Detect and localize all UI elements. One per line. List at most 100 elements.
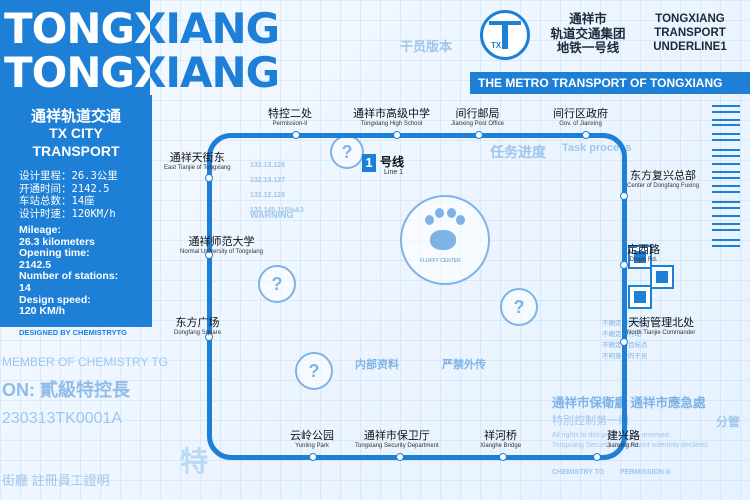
station-name: 特控二处: [268, 108, 312, 120]
info-line: 26.3 kilometers: [19, 235, 95, 248]
info-line: Opening time:: [19, 247, 90, 260]
rank-text: ON: 貳級特控長: [2, 380, 130, 400]
station-dot[interactable]: [309, 453, 317, 461]
station-name-en: Center of Dongfang Fuxing: [627, 183, 700, 189]
station-dot[interactable]: [396, 453, 404, 461]
paw-toe: [456, 215, 465, 225]
title-block: TONGXIANG TONGXIANG: [0, 0, 300, 95]
station-label: 通祥天街东 East Tianjie of Tongxiang: [164, 152, 231, 172]
station-name: 建兴路: [607, 430, 641, 442]
station-name-en: East Tianjie of Tongxiang: [164, 165, 231, 171]
special-division-text: 特別控制第一組: [552, 415, 629, 427]
station-name-en: North Tianjie Commander: [627, 330, 696, 336]
org-en-line: UNDERLINE1: [653, 41, 727, 53]
station-name-en: Jianxing Post Office: [451, 121, 504, 127]
cadre-version-text: 干员版本: [400, 39, 453, 54]
station-dot[interactable]: [475, 131, 483, 139]
station-label: 东方复兴总部 Center of Dongfang Fuxing: [627, 170, 699, 190]
station-name: 天街管理北处: [628, 317, 695, 329]
info-line: 设计里程：26.3公里: [19, 170, 118, 182]
station-dot[interactable]: [205, 174, 213, 182]
permission-text: PERMISSION-II: [620, 469, 671, 476]
ip-item: 132.12.128: [250, 192, 286, 199]
line-number-badge: 1: [362, 154, 376, 172]
org-cn-line: 轨道交通集团: [550, 26, 626, 41]
info-line: 120 KM/h: [19, 305, 66, 318]
station-label: 云岭公园 Yunling Park: [290, 430, 334, 450]
station-name-en: Yunling Park: [295, 443, 329, 449]
station-dot[interactable]: [620, 192, 628, 200]
station-name-en: Tongxiang High School: [360, 121, 423, 127]
station-name-en: Jianxing Rd.: [607, 443, 641, 449]
paw-toe: [435, 208, 444, 218]
paw-icon: [430, 230, 456, 250]
station-name-en: Dingxi Rd.: [629, 257, 658, 263]
panel-title: 通祥轨道交通: [30, 108, 121, 125]
station-label: 通祥师范大学 Normal University of Tongxiang: [180, 236, 263, 256]
org-cn-line: 地铁一号线: [556, 41, 620, 55]
qr-code-icon: [628, 285, 652, 309]
special-char: 特: [180, 446, 209, 477]
panel-credit: DESIGNED BY CHEMISTRYTG: [19, 328, 127, 337]
task-progress-text: 任务进度: [490, 144, 546, 160]
station-name: 东方复兴总部: [630, 170, 697, 182]
ip-item: 132.145.115%&3: [250, 207, 304, 214]
info-line: 开通时间：2142.5: [19, 182, 110, 195]
station-name: 通祥师范大学: [188, 236, 255, 248]
question-icon: ?: [500, 288, 538, 326]
station-dot[interactable]: [620, 261, 628, 269]
qr-code-icon: [650, 265, 674, 289]
info-line: 14: [19, 281, 31, 294]
station-name: 通祥天街东: [169, 152, 225, 164]
panel-info-cn: 设计里程：26.3公里 开通时间：2142.5 车站总数：14座 设计时速：12…: [19, 170, 118, 220]
station-name-en: Dongfang Square: [174, 330, 222, 336]
station-name-en: Xianghe Bridge: [480, 443, 522, 449]
info-line: Number of stations:: [19, 270, 119, 283]
paw-toe: [447, 208, 456, 218]
station-name: 间行邮局: [455, 108, 500, 120]
org-en-line: TRANSPORT: [654, 27, 726, 39]
station-dot[interactable]: [292, 131, 300, 139]
station-dot[interactable]: [582, 131, 590, 139]
org-en-line: TONGXIANG: [655, 13, 725, 25]
station-name-en: Gov. of Jianxing: [559, 121, 602, 127]
station-name-en: Tongxiang Security Department: [355, 443, 439, 449]
title-line-2: TONGXIANG: [4, 48, 280, 97]
station-label: 间行邮局 Jianxing Post Office: [451, 108, 504, 128]
ip-item: 132.13.127: [250, 177, 286, 184]
station-label: 定西路 Dingxi Rd.: [627, 244, 660, 264]
info-line: Design speed:: [19, 293, 91, 306]
line-1-route: [207, 133, 627, 460]
station-label: 通祥市高级中学 Tongxiang High School: [353, 108, 430, 128]
notice-item: 不确定的行动: [602, 331, 641, 338]
station-name: 定西路: [627, 244, 660, 256]
station-name: 间行区政府: [553, 108, 608, 120]
station-dot[interactable]: [205, 333, 213, 341]
station-name: 云岭公园: [290, 430, 334, 442]
station-label: 天街管理北处 North Tianjie Commander: [627, 317, 695, 337]
info-line: 设计时速：120KM/h: [19, 207, 116, 220]
bottom-right-text: 通祥市保衛廳 通祥市應急處: [552, 396, 706, 410]
warning-text: WARNING: [250, 210, 294, 220]
declare-text: Tongxiang Security Department solemnly d…: [552, 442, 710, 449]
station-dot[interactable]: [393, 131, 401, 139]
station-label: 东方广场 Dongfang Square: [174, 317, 221, 337]
station-dot[interactable]: [499, 453, 507, 461]
station-name-en: Normal University of Tongxiang: [180, 249, 263, 255]
station-name: 东方广场: [175, 317, 220, 329]
station-name: 祥河桥: [484, 430, 518, 442]
line-name-en: Line 1: [384, 169, 404, 176]
logo-text: TX: [491, 41, 502, 50]
station-label: 祥河桥 Xianghe Bridge: [480, 430, 521, 450]
internal-text: 内部资料: [355, 359, 399, 371]
bottom-left-text: 街廳 註冊員工證明: [2, 473, 110, 488]
station-dot[interactable]: [593, 453, 601, 461]
ip-item: 132.13.126: [250, 162, 286, 169]
panel-subtitle-2: TRANSPORT: [32, 143, 120, 159]
info-line: 车站总数：14座: [19, 195, 95, 207]
line-name: 号线: [380, 155, 405, 169]
station-dot[interactable]: [620, 338, 628, 346]
station-dot[interactable]: [205, 251, 213, 259]
metro-banner: THE METRO TRANSPORT OF TONGXIANG: [470, 72, 750, 94]
station-name-en: Permission-II: [272, 121, 308, 127]
